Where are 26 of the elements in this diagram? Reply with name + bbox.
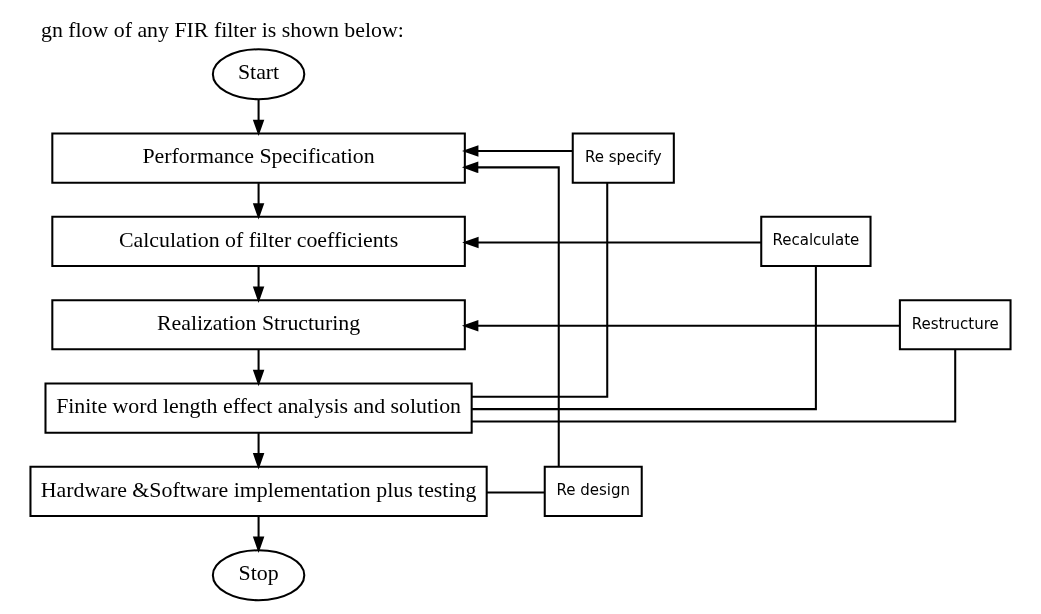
node-box: Re specify	[571, 132, 675, 184]
connector	[472, 266, 817, 411]
node-box: Hardware &Software implementation plus testing	[29, 465, 488, 517]
arrow	[461, 320, 900, 332]
node-box: Restructure	[898, 299, 1012, 351]
node-ellipse: Stop	[211, 549, 306, 602]
arrow	[461, 161, 560, 467]
arrow	[252, 266, 265, 303]
node-box: Performance Specification	[51, 132, 466, 184]
connector	[486, 491, 545, 494]
connector	[471, 349, 957, 423]
node-box: Calculation of filter coefficients	[51, 215, 466, 268]
arrow	[252, 99, 265, 137]
node-box: Recalculate	[760, 215, 872, 268]
node-box: Re design	[543, 465, 643, 517]
arrow	[252, 433, 265, 470]
arrow	[252, 349, 265, 387]
arrow	[252, 183, 265, 220]
connector	[471, 182, 609, 398]
node-box: Finite word length effect analysis and solution	[44, 382, 473, 434]
arrow	[462, 236, 761, 249]
arrow	[252, 516, 265, 553]
node-box: Realization Structuring	[51, 299, 466, 351]
diagram-title: gn flow of any FIR filter is shown below:	[40, 17, 404, 42]
node-ellipse: Start	[211, 48, 306, 101]
arrow	[462, 145, 573, 157]
